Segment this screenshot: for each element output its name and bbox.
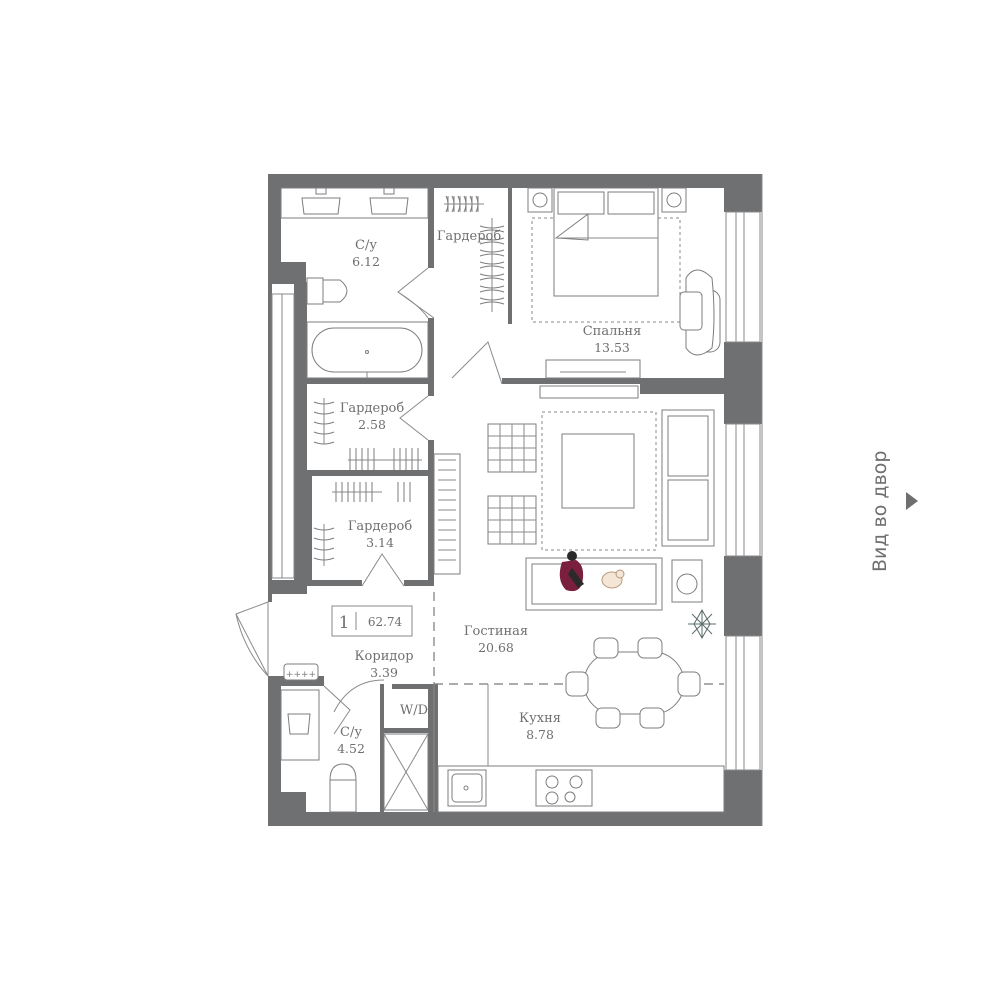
label-corridor: Коридор (354, 649, 413, 664)
room-labels: С/у 6.12 Гардероб Спальня 13.53 Гардероб… (337, 229, 641, 756)
area-bath-small: 4.52 (337, 741, 365, 756)
bath-small-fixtures: ++++ (280, 663, 429, 813)
label-kitchen: Кухня (519, 711, 561, 726)
wardrobe-mid-hangers (313, 398, 422, 470)
windows (271, 174, 763, 826)
plant-figure (688, 608, 716, 640)
label-wardrobe-mid: Гардероб (340, 401, 405, 416)
badge-room-count: 1 (339, 613, 350, 633)
living-furniture (433, 385, 716, 640)
doors (235, 267, 503, 735)
walls (268, 174, 762, 826)
label-wardrobe-top: Гардероб (437, 229, 502, 244)
bath-main-fixtures (280, 187, 429, 379)
person-figure (559, 551, 584, 592)
label-bath-small: С/у (340, 725, 362, 740)
heater-icon: ++++ (286, 670, 316, 680)
triangle-right-icon (906, 492, 918, 510)
badge-total-area: 62.74 (368, 615, 403, 629)
view-label: Вид во двор (869, 451, 891, 572)
dining-furniture (565, 637, 701, 729)
area-corridor: 3.39 (370, 665, 398, 680)
area-kitchen: 8.78 (526, 727, 554, 742)
label-wardrobe-low: Гардероб (348, 519, 413, 534)
view-direction: Вид во двор (869, 451, 918, 572)
area-bath-main: 6.12 (352, 254, 380, 269)
area-living: 20.68 (478, 640, 514, 655)
label-laundry: W/D (400, 703, 428, 718)
label-bedroom: Спальня (583, 324, 642, 339)
area-wardrobe-mid: 2.58 (358, 417, 386, 432)
wardrobe-top-hangers (444, 195, 505, 312)
cat-figure (601, 569, 625, 589)
label-bath-main: С/у (355, 238, 377, 253)
bedroom-furniture (527, 187, 721, 379)
apartment-badge: 1 62.74 (331, 605, 413, 637)
wardrobe-low-hangers (313, 482, 411, 566)
kitchen-furniture (437, 765, 725, 813)
area-bedroom: 13.53 (594, 340, 630, 355)
label-living: Гостиная (464, 624, 528, 639)
area-wardrobe-low: 3.14 (366, 535, 394, 550)
